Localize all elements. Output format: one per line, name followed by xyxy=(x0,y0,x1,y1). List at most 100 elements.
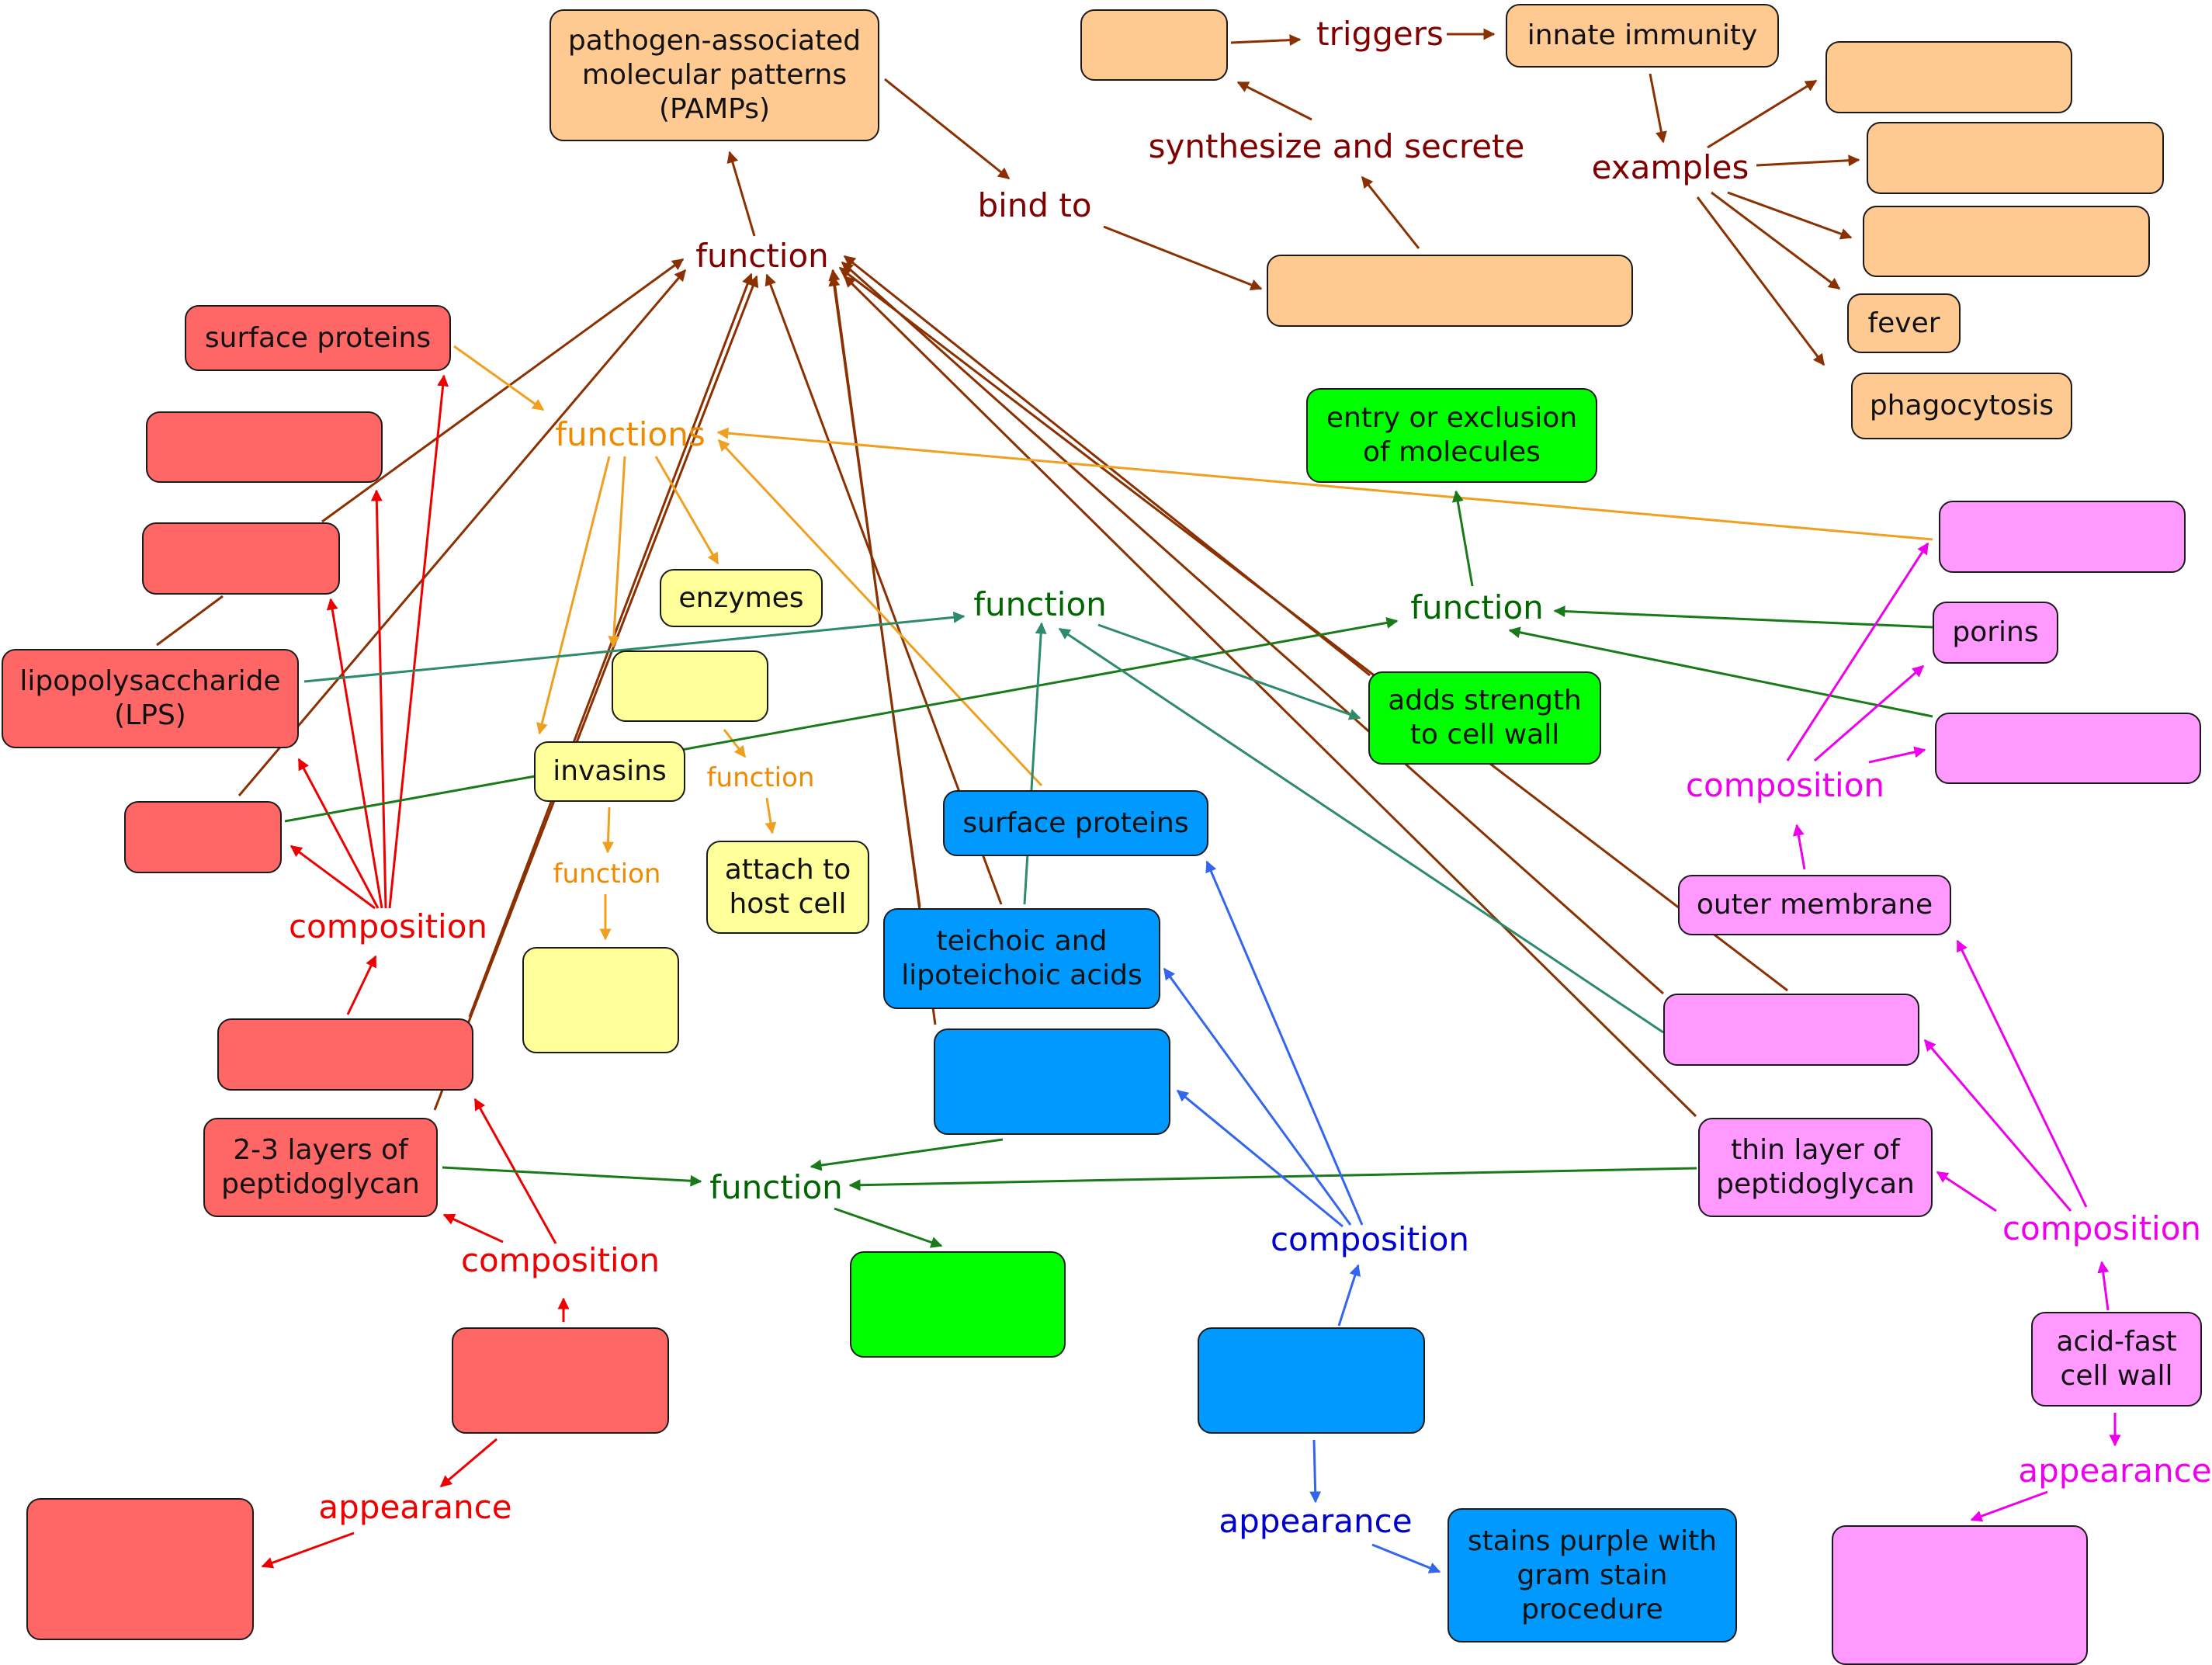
pamps-box[interactable]: pathogen-associated molecular patterns (… xyxy=(550,9,879,141)
blank-blue-box-2[interactable] xyxy=(1198,1327,1425,1434)
label-function-green-bottom: function xyxy=(709,1168,843,1206)
label-appearance-pink: appearance xyxy=(2018,1452,2212,1490)
arrow-red5-to-comp xyxy=(346,955,377,1015)
label-composition-pink-lower: composition xyxy=(2002,1209,2202,1247)
outer-membrane-box[interactable]: outer membrane xyxy=(1678,875,1951,935)
label-appearance-red: appearance xyxy=(318,1488,512,1526)
thin-layer-box[interactable]: thin layer of peptidoglycan xyxy=(1698,1118,1933,1217)
blank-example-box-1[interactable] xyxy=(1825,41,2072,113)
arrow-examples-2 xyxy=(1756,154,1860,167)
blank-red-box-6[interactable] xyxy=(452,1327,669,1434)
label-composition-pink-upper: composition xyxy=(1685,766,1885,804)
arrow-comp2-to-thinlayer xyxy=(1936,1171,1997,1212)
arrow-func-bottom-to-green xyxy=(834,1207,943,1248)
arrow-comp2-to-outermem xyxy=(1956,939,2088,1208)
label-composition-red-upper: composition xyxy=(288,907,488,945)
arrow-23layers-to-func-bottom xyxy=(442,1166,702,1187)
blank-pink-box-2[interactable] xyxy=(1935,713,2201,784)
arrow-lps-to-function-mid xyxy=(303,611,966,683)
arrow-function-mid-to-adds xyxy=(1097,623,1361,720)
two-three-layers-box[interactable]: 2-3 layers of peptidoglycan xyxy=(203,1118,438,1217)
arrow-comp-to-lps xyxy=(297,758,380,909)
arrow-comp-blue-to-teichoic xyxy=(1163,967,1352,1226)
blank-green-box[interactable] xyxy=(850,1251,1066,1358)
attach-host-box[interactable]: attach to host cell xyxy=(706,841,869,934)
arrow-appearance-to-stains xyxy=(1371,1543,1441,1573)
arrow-comp-pink-to-pink2 xyxy=(1868,746,1926,764)
blank-receptor-box[interactable] xyxy=(1267,255,1633,327)
blank-red-box-4[interactable] xyxy=(124,801,282,873)
arrow-red6-to-appearance xyxy=(439,1438,498,1488)
blank-red-box-1[interactable] xyxy=(146,411,383,483)
arrow-comp-to-red4 xyxy=(290,845,376,910)
arrow-invasins-to-func xyxy=(602,806,614,854)
arrow-func-to-attach xyxy=(764,797,777,834)
arrow-examples-1 xyxy=(1707,79,1818,149)
label-composition-blue: composition xyxy=(1270,1220,1470,1258)
label-triggers: triggers xyxy=(1316,15,1444,53)
arrow-23layers-to-function xyxy=(433,275,759,1111)
surface-proteins-red-box[interactable]: surface proteins xyxy=(185,305,451,371)
label-function-top: function xyxy=(695,237,829,275)
arrow-functions-to-enzymes xyxy=(654,456,719,565)
blank-pink-box-3[interactable] xyxy=(1663,994,1919,1066)
arrow-synthesize-to-blank xyxy=(1236,81,1312,121)
arrow-red2-to-function xyxy=(321,258,685,523)
surface-proteins-blue-box[interactable]: surface proteins xyxy=(943,790,1208,856)
blank-yellow-box-1[interactable] xyxy=(612,650,768,722)
arrow-comp2-to-23layers xyxy=(442,1213,504,1244)
arrow-blue3-to-function xyxy=(828,269,937,1025)
blank-example-box-3[interactable] xyxy=(1863,206,2150,277)
arrow-yellow2-to-func xyxy=(723,729,747,758)
arrow-innate-to-examples xyxy=(1649,73,1667,144)
arrow-functions-to-yellow2 xyxy=(608,456,626,648)
arrow-surfblue-to-functions xyxy=(717,439,1043,787)
label-function-orange-a: function xyxy=(706,762,815,793)
blank-box-top[interactable] xyxy=(1080,9,1228,81)
arrow-examples-3 xyxy=(1727,191,1853,240)
arrow-blue3-to-func-bottom xyxy=(810,1138,1004,1171)
invasins-box[interactable]: invasins xyxy=(534,741,685,802)
arrow-pamps-to-bindto xyxy=(884,78,1011,180)
arrow-comp-blue-to-blue3 xyxy=(1176,1089,1343,1228)
arrow-surfred-to-functions xyxy=(453,345,545,411)
blank-pink-box-1[interactable] xyxy=(1939,501,2186,573)
stains-purple-box[interactable]: stains purple with gram stain procedure xyxy=(1448,1508,1737,1642)
arrow-outermem-to-function xyxy=(838,266,1788,992)
label-functions-orange: functions xyxy=(555,415,706,453)
arrow-comp-pink-to-pink1 xyxy=(1786,542,1929,761)
innate-immunity-box[interactable]: innate immunity xyxy=(1506,4,1779,68)
arrow-pink1-to-functions xyxy=(716,427,1933,541)
teichoic-box[interactable]: teichoic and lipoteichoic acids xyxy=(883,908,1160,1009)
arrow-porins-to-func-right xyxy=(1553,605,1933,629)
blank-pink-box-4[interactable] xyxy=(1832,1525,2088,1665)
porins-box[interactable]: porins xyxy=(1933,602,2058,664)
phagocytosis-box[interactable]: phagocytosis xyxy=(1851,373,2072,439)
label-appearance-blue: appearance xyxy=(1219,1502,1413,1540)
arrow-comp2-to-pink3 xyxy=(1923,1039,2072,1212)
enzymes-box[interactable]: enzymes xyxy=(660,569,823,627)
blank-yellow-box-2[interactable] xyxy=(522,947,679,1053)
acid-fast-box[interactable]: acid-fast cell wall xyxy=(2031,1312,2202,1407)
arrow-func-right-to-entry xyxy=(1451,490,1474,587)
arrow-appearance-to-red7 xyxy=(261,1531,355,1569)
arrow-pink3-to-function xyxy=(841,261,1664,995)
entry-exclusion-box[interactable]: entry or exclusion of molecules xyxy=(1306,388,1597,483)
blank-example-box-2[interactable] xyxy=(1867,122,2164,194)
blank-red-box-5[interactable] xyxy=(217,1018,473,1091)
arrow-blank-to-triggers xyxy=(1230,34,1302,47)
arrow-bindto-to-receptor xyxy=(1103,225,1263,291)
fever-box[interactable]: fever xyxy=(1847,293,1961,353)
label-synthesize-secrete: synthesize and secrete xyxy=(1148,127,1525,165)
blank-red-box-7[interactable] xyxy=(26,1498,254,1640)
blank-blue-box-1[interactable] xyxy=(934,1028,1170,1135)
label-function-green-right: function xyxy=(1410,588,1544,626)
blank-red-box-2[interactable] xyxy=(142,522,340,595)
arrow-examples-fever xyxy=(1711,191,1841,290)
arrow-pink2-to-func-right xyxy=(1508,626,1933,718)
adds-strength-box[interactable]: adds strength to cell wall xyxy=(1368,671,1601,765)
lps-box[interactable]: lipopolysaccharide (LPS) xyxy=(2,649,299,748)
arrow-red4-to-function xyxy=(237,269,687,796)
arrow-blue4-to-comp xyxy=(1337,1264,1361,1327)
